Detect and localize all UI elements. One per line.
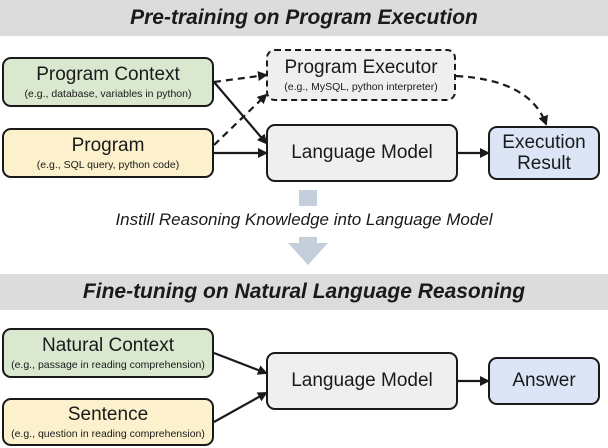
language-model-box-finetuning: Language Model — [266, 352, 458, 410]
sentence-sub: (e.g., question in reading comprehension… — [11, 427, 205, 440]
finetuning-banner: Fine-tuning on Natural Language Reasonin… — [0, 274, 608, 310]
pretraining-banner-title: Pre-training on Program Execution — [130, 6, 478, 29]
program-box: Program (e.g., SQL query, python code) — [2, 128, 214, 178]
down-arrow-shaft-lower — [299, 237, 317, 243]
program-context-box: Program Context (e.g., database, variabl… — [2, 57, 214, 107]
answer-box: Answer — [488, 357, 600, 405]
sentence-title: Sentence — [67, 403, 149, 425]
language-model-title-finetuning: Language Model — [291, 370, 433, 391]
program-context-sub: (e.g., database, variables in python) — [24, 87, 192, 100]
down-arrow-shaft — [299, 190, 317, 206]
program-context-title: Program Context — [36, 63, 180, 85]
answer-title: Answer — [512, 370, 576, 391]
program-executor-box: Program Executor (e.g., MySQL, python in… — [266, 49, 456, 101]
execution-result-line2: Result — [517, 153, 571, 174]
program-executor-title: Program Executor — [284, 56, 438, 78]
arrow-sentence-to-lm — [213, 392, 268, 423]
execution-result-line1: Execution — [502, 132, 586, 153]
program-executor-sub: (e.g., MySQL, python interpreter) — [284, 80, 438, 93]
sentence-box: Sentence (e.g., question in reading comp… — [2, 398, 214, 446]
natural-context-title: Natural Context — [41, 334, 174, 356]
arrow-program-to-executor — [213, 93, 268, 146]
natural-context-box: Natural Context (e.g., passage in readin… — [2, 328, 214, 378]
arrow-context-to-executor — [213, 71, 268, 84]
language-model-box-pretraining: Language Model — [266, 124, 458, 182]
finetuning-banner-title: Fine-tuning on Natural Language Reasonin… — [82, 280, 526, 303]
arrow-natural-context-to-lm — [213, 351, 268, 375]
natural-context-sub: (e.g., passage in reading comprehension) — [11, 358, 205, 371]
pretraining-banner: Pre-training on Program Execution — [0, 0, 608, 36]
down-arrow-head — [288, 243, 328, 265]
instill-caption: Instill Reasoning Knowledge into Languag… — [115, 210, 493, 229]
arrow-executor-to-result — [455, 74, 548, 126]
program-sub: (e.g., SQL query, python code) — [36, 158, 180, 171]
arrow-context-to-lm — [213, 81, 268, 145]
language-model-title: Language Model — [291, 142, 433, 163]
program-title: Program — [71, 134, 145, 156]
execution-result-box: Execution Result — [488, 126, 600, 180]
